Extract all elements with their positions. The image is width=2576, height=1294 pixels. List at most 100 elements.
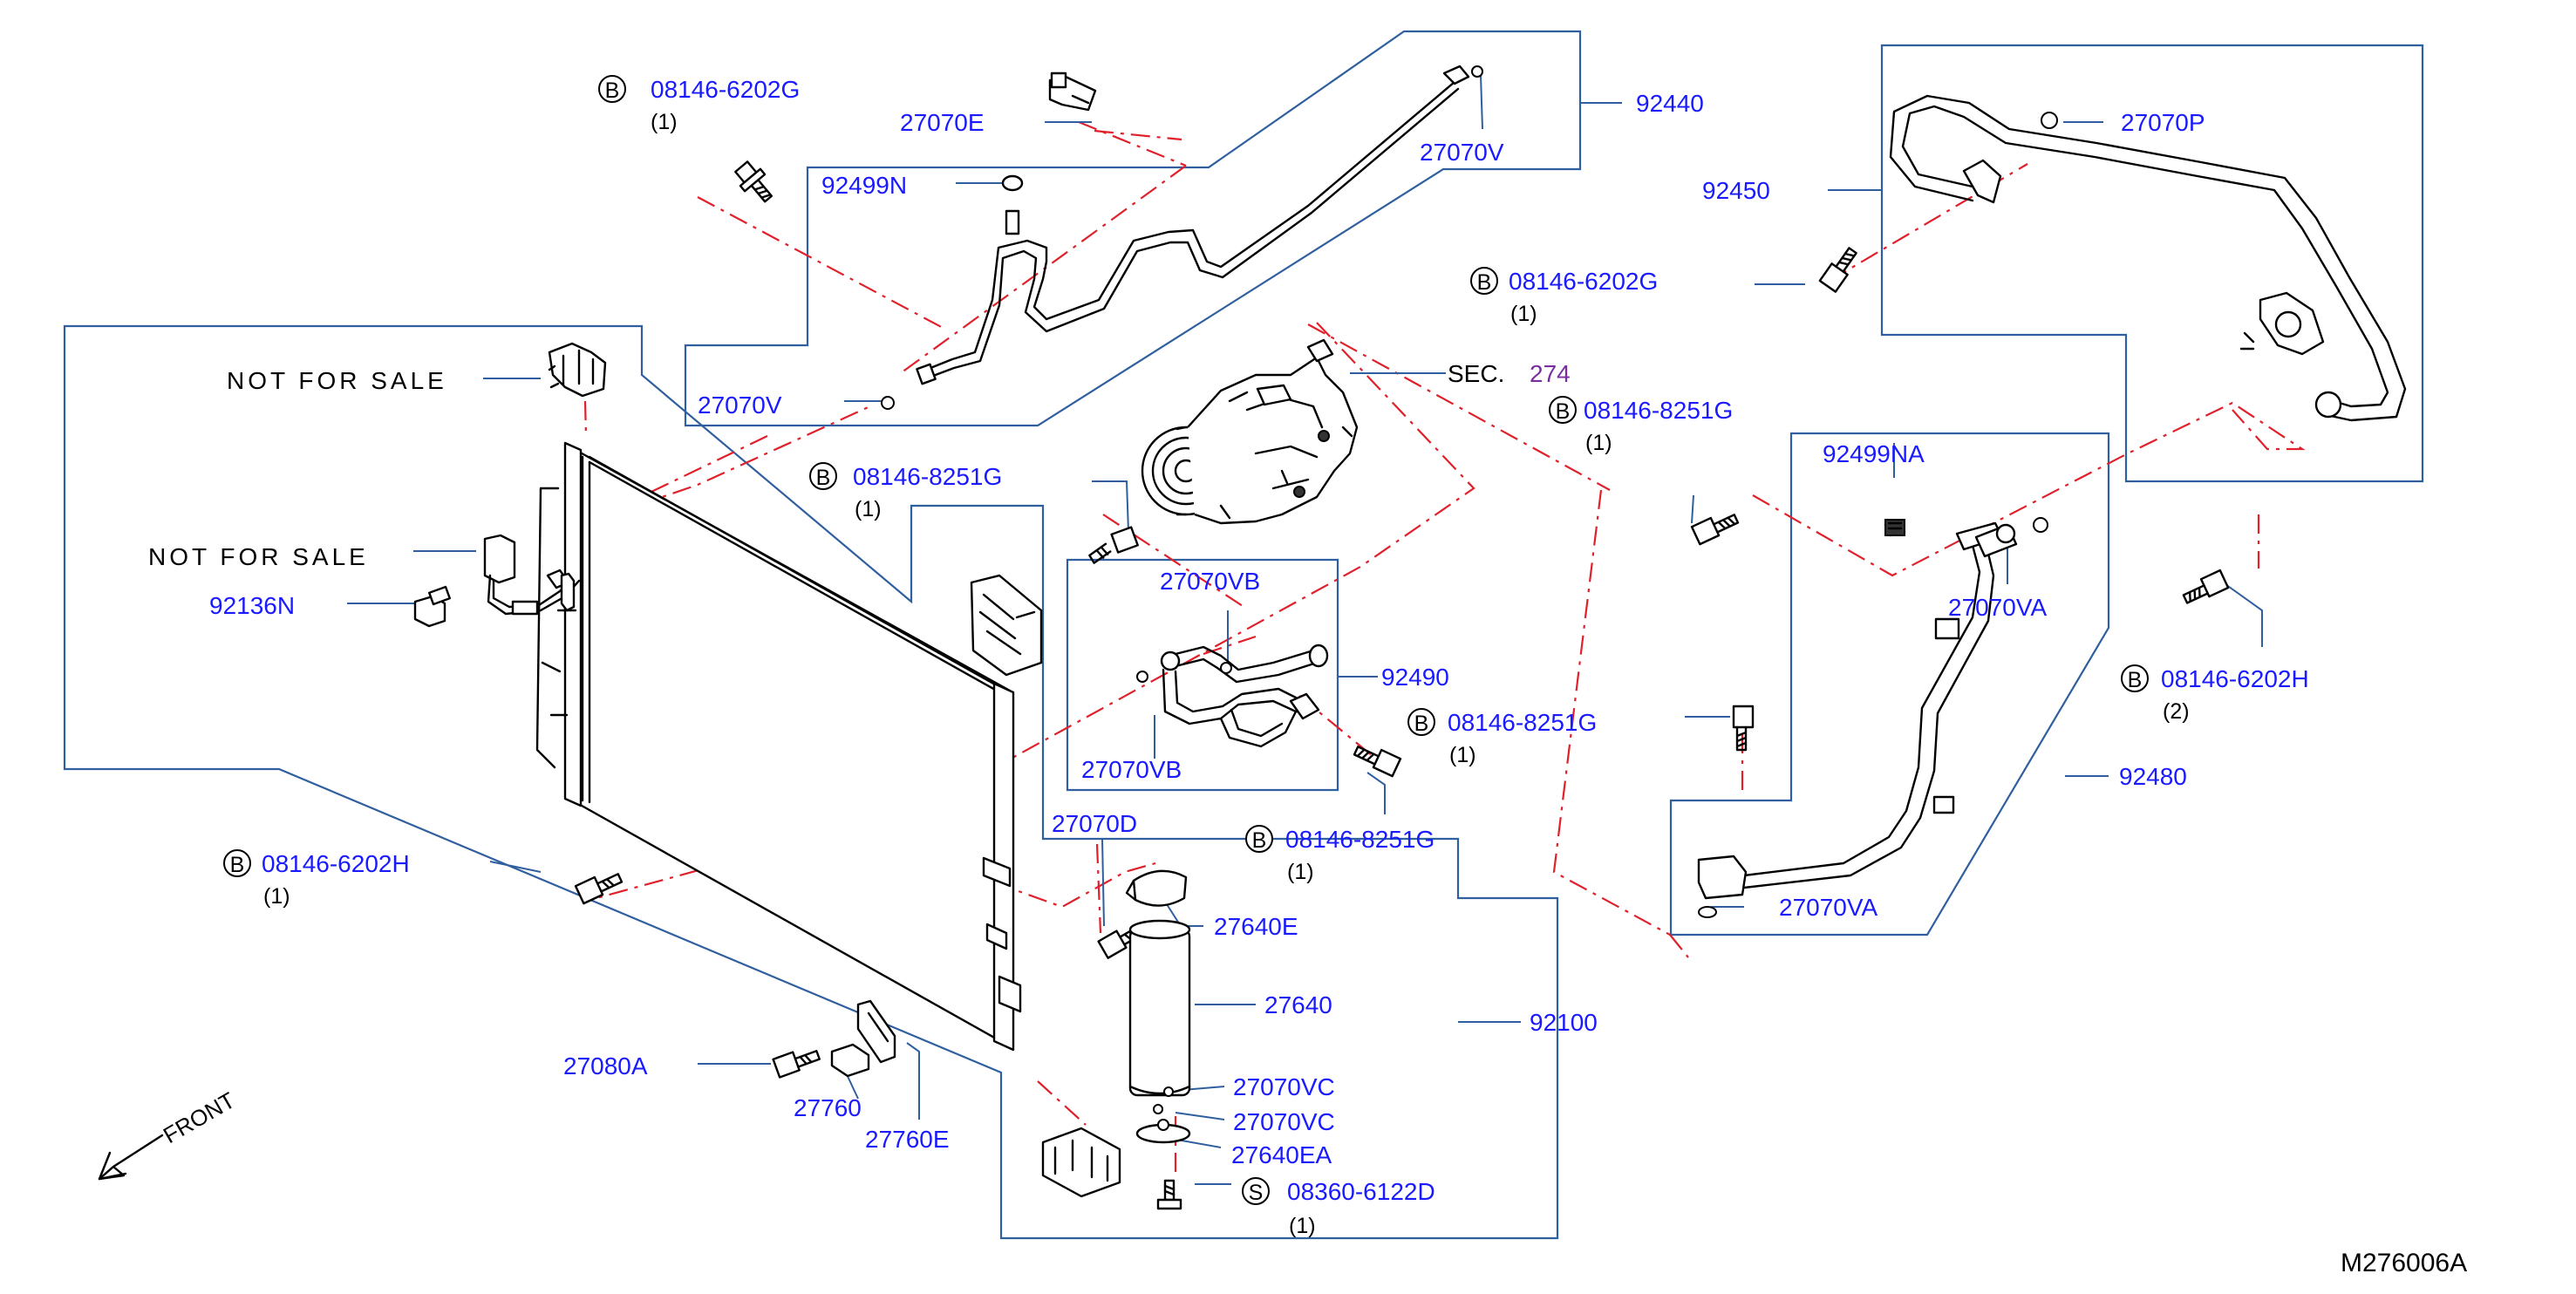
pipe-92450 (1889, 94, 2407, 422)
svg-text:B: B (816, 466, 831, 490)
diagram-code: M276006A (2341, 1249, 2467, 1277)
connector-27070E (1048, 72, 1097, 112)
b-marker-icon: B (2121, 664, 2149, 692)
label-08146-6202H-right: 08146-6202H (2161, 665, 2309, 692)
condenser-side-bracket (970, 574, 1043, 677)
label-sec: SEC. (1448, 360, 1504, 387)
bracket-27640E (1125, 869, 1188, 907)
centerline (1752, 401, 2306, 577)
bolt-08146-8251G-left (1088, 526, 1139, 564)
qty-08146-8251G-center: (1) (1449, 743, 1476, 767)
label-27640: 27640 (1264, 991, 1332, 1018)
label-92100: 92100 (1530, 1009, 1598, 1036)
label-08146-8251G-lower: 08146-8251G (1285, 826, 1435, 853)
b-marker-icon: B (1245, 825, 1273, 853)
qty-08146-8251G-lower: (1) (1287, 860, 1314, 884)
centerline (1095, 843, 1102, 934)
frame-92450 (1880, 44, 2424, 483)
qty-08146-6202H-left: (1) (263, 884, 290, 909)
front-arrow (98, 1134, 164, 1181)
frame-condenser-92100 (63, 324, 1559, 1240)
label-92499N: 92499N (821, 172, 907, 199)
bracket-not-for-sale-2 (483, 534, 581, 616)
centerline (1669, 934, 1689, 958)
svg-text:B: B (1414, 712, 1429, 736)
label-08146-6202G-mid: 08146-6202G (1509, 268, 1658, 295)
compressor (1141, 338, 1359, 525)
label-92480: 92480 (2119, 763, 2187, 790)
svg-text:B: B (1556, 399, 1571, 424)
label-27070D: 27070D (1052, 810, 1137, 837)
bolt-27070D (1097, 924, 1146, 959)
label-08146-8251G-center: 08146-8251G (1448, 709, 1597, 736)
label-27070VB-top: 27070VB (1160, 568, 1260, 595)
plate-27640EA (1135, 1086, 1191, 1144)
centerline (1037, 1080, 1087, 1126)
cap-92499NA (1884, 519, 1905, 536)
label-27080A: 27080A (563, 1052, 648, 1079)
svg-text:B: B (1252, 828, 1267, 853)
centerline (596, 322, 1475, 900)
b-marker-icon: B (598, 75, 626, 103)
svg-text:B: B (2128, 668, 2143, 692)
b-marker-icon: B (1549, 396, 1577, 424)
bolt-08146-6202H-right (2182, 569, 2230, 604)
label-92450: 92450 (1702, 177, 1770, 204)
label-27070VA-bottom: 27070VA (1779, 894, 1877, 921)
label-27070E: 27070E (900, 109, 985, 136)
label-27070VC-1: 27070VC (1233, 1073, 1335, 1100)
cap-92499N (1001, 174, 1024, 192)
label-27070V-top: 27070V (1420, 139, 1504, 166)
frame-92440 (684, 30, 1582, 427)
b-marker-icon: B (223, 849, 251, 877)
bolt-08146-8251G-center (1353, 746, 1402, 778)
label-not-for-sale-1: NOT FOR SALE (227, 367, 447, 394)
label-08146-8251G-left: 08146-8251G (853, 463, 1002, 490)
label-08146-6202H-left: 08146-6202H (262, 850, 410, 877)
lower-bracket (1041, 1127, 1121, 1198)
s-marker-icon: S (1242, 1177, 1270, 1205)
leader-lines (347, 74, 2263, 1185)
centerline (1078, 120, 1187, 167)
centerline (897, 165, 1187, 376)
label-08360-6122D: 08360-6122D (1287, 1178, 1435, 1205)
b-marker-icon: B (1407, 708, 1435, 736)
bolt-08360-6122D (1156, 1179, 1182, 1210)
frame-92490 (1066, 558, 1339, 792)
qty-08146-6202H-right: (2) (2163, 699, 2190, 724)
label-front: FRONT (159, 1086, 240, 1148)
condenser (535, 441, 1022, 1052)
bolt-08146-6202H-left (574, 873, 624, 905)
label-08146-8251G-right: 08146-8251G (1584, 397, 1733, 424)
label-27760E: 27760E (865, 1126, 950, 1153)
qty-08146-8251G-right: (1) (1585, 431, 1612, 455)
svg-text:B: B (605, 78, 620, 103)
label-27070P: 27070P (2121, 109, 2205, 136)
label-27640E: 27640E (1214, 913, 1298, 940)
centerline (697, 196, 947, 330)
label-27070VA-top: 27070VA (1948, 594, 2047, 621)
bolt-27080A (772, 1050, 821, 1079)
bolt-08146-8251G-lower (1732, 705, 1755, 752)
centerline (1552, 489, 1671, 936)
svg-text:S: S (1249, 1181, 1264, 1205)
svg-text:B: B (1477, 270, 1492, 295)
qty-08360-6122D: (1) (1289, 1214, 1316, 1238)
bolt-08146-6202G-mid (1818, 247, 1857, 293)
label-92499NA: 92499NA (1823, 440, 1925, 467)
frame-92480 (1669, 432, 2110, 936)
b-marker-icon: B (1470, 267, 1498, 295)
qty-08146-6202G-mid: (1) (1510, 302, 1537, 326)
label-92136N: 92136N (209, 592, 295, 619)
b-marker-icon: B (809, 462, 837, 490)
centerline (1094, 129, 1182, 141)
label-27760: 27760 (794, 1094, 862, 1121)
label-08146-6202G-top: 08146-6202G (651, 76, 800, 103)
bracket-not-for-sale-1 (548, 342, 607, 398)
qty-08146-6202G-top: (1) (651, 110, 678, 134)
label-92490: 92490 (1381, 664, 1449, 691)
bolt-08146-8251G-right (1690, 514, 1740, 546)
label-27070VB-bottom: 27070VB (1081, 756, 1182, 783)
bracket-27760E (856, 999, 896, 1064)
